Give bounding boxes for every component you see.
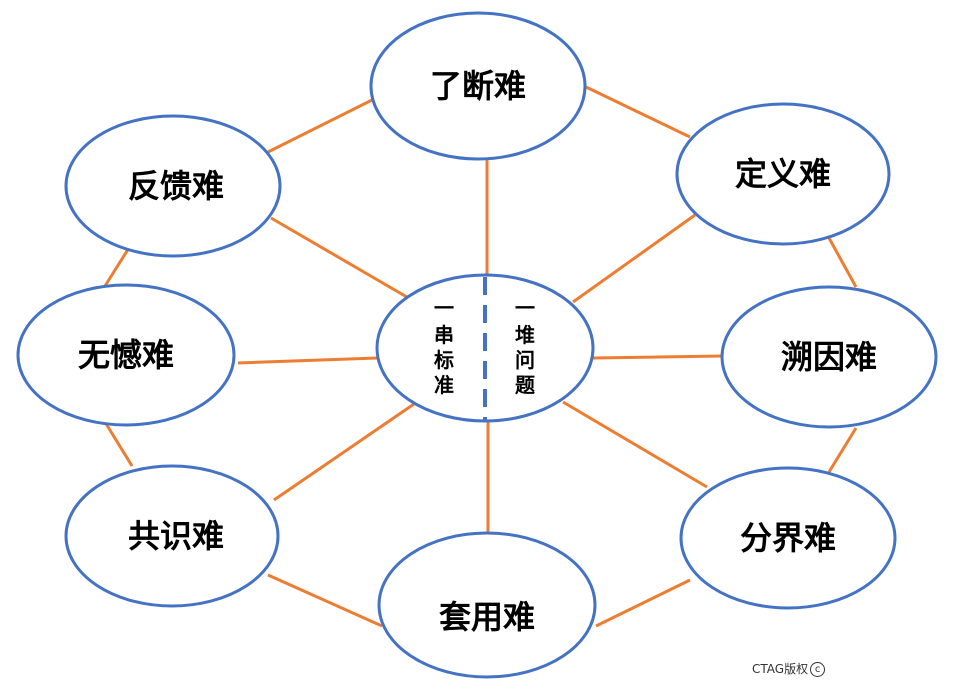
copyright-icon: c: [810, 662, 826, 677]
ring-edges: [103, 85, 858, 628]
node-right: 溯因难: [720, 285, 938, 429]
spoke-lower-left: [273, 402, 415, 502]
ring-bottom-lower-left: [267, 573, 383, 628]
spokes: [237, 158, 723, 532]
node-label: 了断难: [430, 67, 526, 105]
spoke-upper-left: [270, 216, 413, 302]
node-left: 无憾难: [16, 283, 236, 427]
node-label: 定义难: [735, 155, 831, 193]
ring-top-upper-right: [585, 85, 691, 139]
ring-upper-left-top: [267, 98, 373, 154]
center-right-char: 问: [515, 348, 535, 372]
spoke-upper-right: [572, 213, 696, 304]
node-lower-left: 共识难: [64, 464, 280, 608]
center-left-char: 串: [434, 323, 454, 347]
center-left-char: 准: [434, 373, 454, 397]
ring-lower-right-bottom: [595, 578, 691, 628]
ring-lower-left-left: [103, 421, 134, 467]
node-label: 分界难: [740, 519, 836, 557]
node-label: 反馈难: [128, 167, 224, 205]
node-top: 了断难: [369, 11, 587, 161]
spoke-right: [592, 354, 723, 360]
center-left-char: 一: [434, 296, 454, 320]
center-right-char: 一: [515, 296, 535, 320]
center-left-char: 标: [434, 348, 454, 372]
center-node: 一 串 标 准 一 堆 问 题: [375, 273, 595, 423]
node-upper-left: 反馈难: [64, 114, 282, 258]
node-label: 套用难: [439, 598, 535, 636]
node-lower-right: 分界难: [679, 466, 897, 610]
ring-right-lower-right: [827, 427, 858, 473]
node-bottom: 套用难: [377, 531, 597, 679]
center-right-text: 一 堆 问 题: [515, 296, 536, 397]
ring-upper-right-right: [827, 237, 858, 288]
node-label: 共识难: [128, 517, 224, 555]
spoke-left: [237, 356, 378, 365]
node-upper-right: 定义难: [675, 102, 891, 246]
center-right-char: 堆: [515, 323, 535, 347]
node-label: 无憾难: [78, 336, 174, 374]
center-left-text: 一 串 标 准: [434, 296, 454, 397]
spoke-lower-right: [562, 400, 708, 489]
node-label: 溯因难: [781, 338, 877, 376]
watermark-text: CTAG版权: [752, 662, 809, 676]
center-right-char: 题: [515, 373, 536, 397]
